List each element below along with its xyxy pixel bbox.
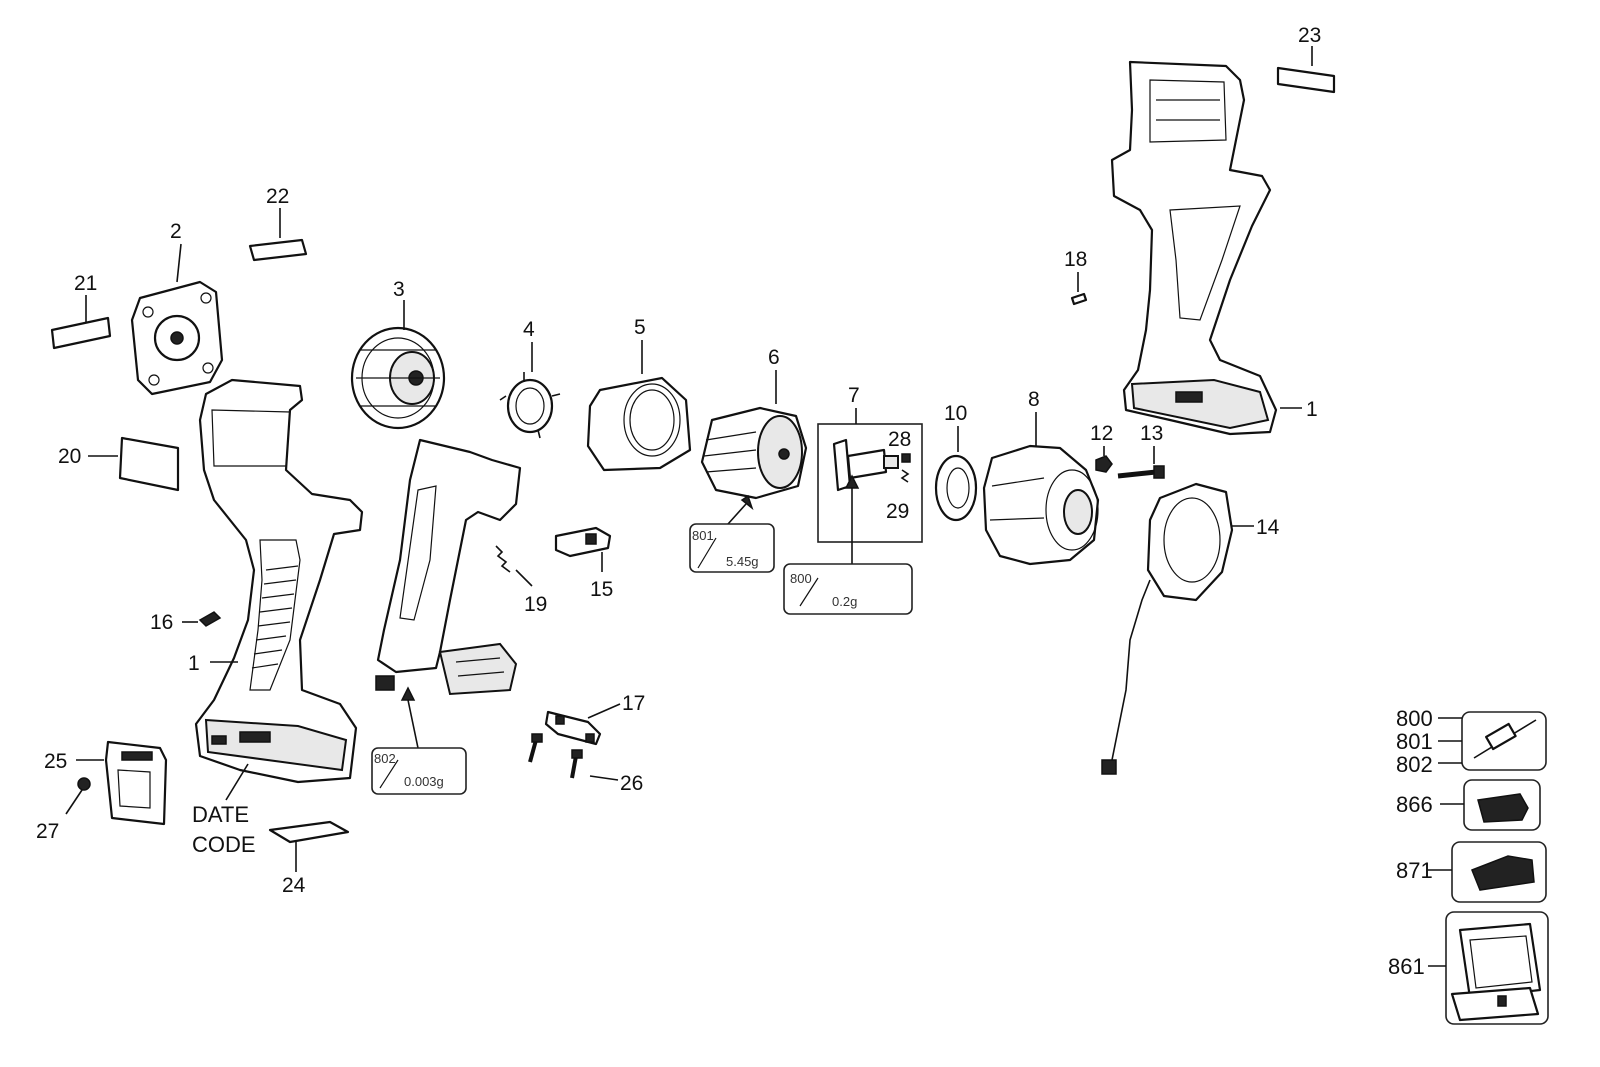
grip-texture — [251, 565, 299, 669]
callout-7: 7 — [848, 384, 860, 407]
part-21-label: 21 — [50, 272, 112, 350]
part-3-motor-assembly: 3 — [350, 278, 522, 696]
part-25-cover: 25 — [44, 740, 168, 826]
accessory-802: 802 — [1396, 752, 1433, 777]
callout-14: 14 — [1256, 516, 1280, 539]
callout-3: 3 — [393, 278, 405, 301]
callout-21: 21 — [74, 272, 97, 295]
part-10-washer: 10 — [934, 402, 978, 522]
part-24-label: 24 — [268, 820, 350, 897]
callout-27: 27 — [36, 820, 59, 843]
part-15-switch: 15 — [554, 526, 613, 601]
part-12-nut: 12 — [1090, 422, 1113, 473]
accessory-871: 871 — [1396, 858, 1433, 883]
callout-23: 23 — [1298, 24, 1321, 47]
part-27-screw: 27 — [36, 777, 91, 843]
part-26-screws: 26 — [528, 733, 643, 795]
part-19-spring: 19 — [495, 545, 547, 616]
callout-24: 24 — [282, 874, 306, 897]
callout-13: 13 — [1140, 422, 1163, 445]
callout-17: 17 — [622, 692, 645, 715]
callout-5: 5 — [634, 316, 646, 339]
callout-6: 6 — [768, 346, 780, 369]
callout-26: 26 — [620, 772, 643, 795]
callout-4: 4 — [523, 318, 535, 341]
part-14-led-ring: 14 — [1101, 482, 1280, 775]
part-20-label: 20 — [58, 436, 180, 492]
callout-15: 15 — [590, 578, 613, 601]
accessory-800: 800 — [1396, 706, 1433, 731]
date-code-line2: CODE — [192, 832, 256, 857]
date-code-line1: DATE — [192, 802, 249, 827]
accessory-871-charger: 871 — [1396, 841, 1547, 903]
grease-802-code: 802 — [374, 751, 396, 766]
part-17-actuator: 17 — [544, 692, 645, 746]
callout-10: 10 — [944, 402, 967, 425]
part-6-planet-assembly: 6 — [700, 346, 808, 500]
callout-29: 29 — [886, 500, 909, 523]
grease-800-amount: 0.2g — [832, 594, 857, 609]
part-2-end-plate: 2 — [130, 220, 224, 396]
grease-box-801: 801 5.45g — [689, 494, 775, 573]
accessory-801: 801 — [1396, 729, 1433, 754]
part-22-label: 22 — [248, 185, 308, 262]
callout-20: 20 — [58, 445, 81, 468]
housing-left-half: 1 — [188, 378, 364, 784]
grease-800-code: 800 — [790, 571, 812, 586]
callout-8: 8 — [1028, 388, 1040, 411]
callout-22: 22 — [266, 185, 289, 208]
part-23-label: 23 — [1276, 24, 1336, 94]
grease-801-amount: 5.45g — [726, 554, 759, 569]
grease-801-code: 801 — [692, 528, 714, 543]
part-16-screw: 16 — [150, 611, 222, 634]
part-18-pin: 18 — [1064, 248, 1087, 306]
part-13-screw: 13 — [1117, 422, 1165, 479]
part-4-retainer: 4 — [499, 318, 561, 439]
grease-802-amount: 0.003g — [404, 774, 444, 789]
accessory-866-battery: 866 — [1396, 779, 1541, 831]
date-code-marker: DATE CODE — [192, 763, 256, 857]
callout-2: 2 — [170, 220, 182, 243]
grease-box-800: 800 0.2g — [783, 474, 913, 615]
callout-16: 16 — [150, 611, 173, 634]
grease-box-802: 802 0.003g — [371, 686, 467, 795]
callout-1-left: 1 — [188, 652, 200, 675]
callout-12: 12 — [1090, 422, 1113, 445]
callout-25: 25 — [44, 750, 67, 773]
part-7-anvil-group: 7 28 29 — [817, 384, 923, 543]
housing-right-half: 1 — [1110, 60, 1318, 436]
callout-18: 18 — [1064, 248, 1087, 271]
callout-19: 19 — [524, 593, 547, 616]
callout-1-right: 1 — [1306, 398, 1318, 421]
accessory-grease: 800 801 802 — [1396, 706, 1547, 777]
accessory-861: 861 — [1388, 954, 1425, 979]
part-8-hammer-case: 8 — [982, 388, 1100, 566]
callout-28: 28 — [888, 428, 911, 451]
accessory-866: 866 — [1396, 792, 1433, 817]
part-5-ring-gear: 5 — [586, 316, 692, 472]
accessory-861-case: 861 — [1388, 911, 1549, 1025]
